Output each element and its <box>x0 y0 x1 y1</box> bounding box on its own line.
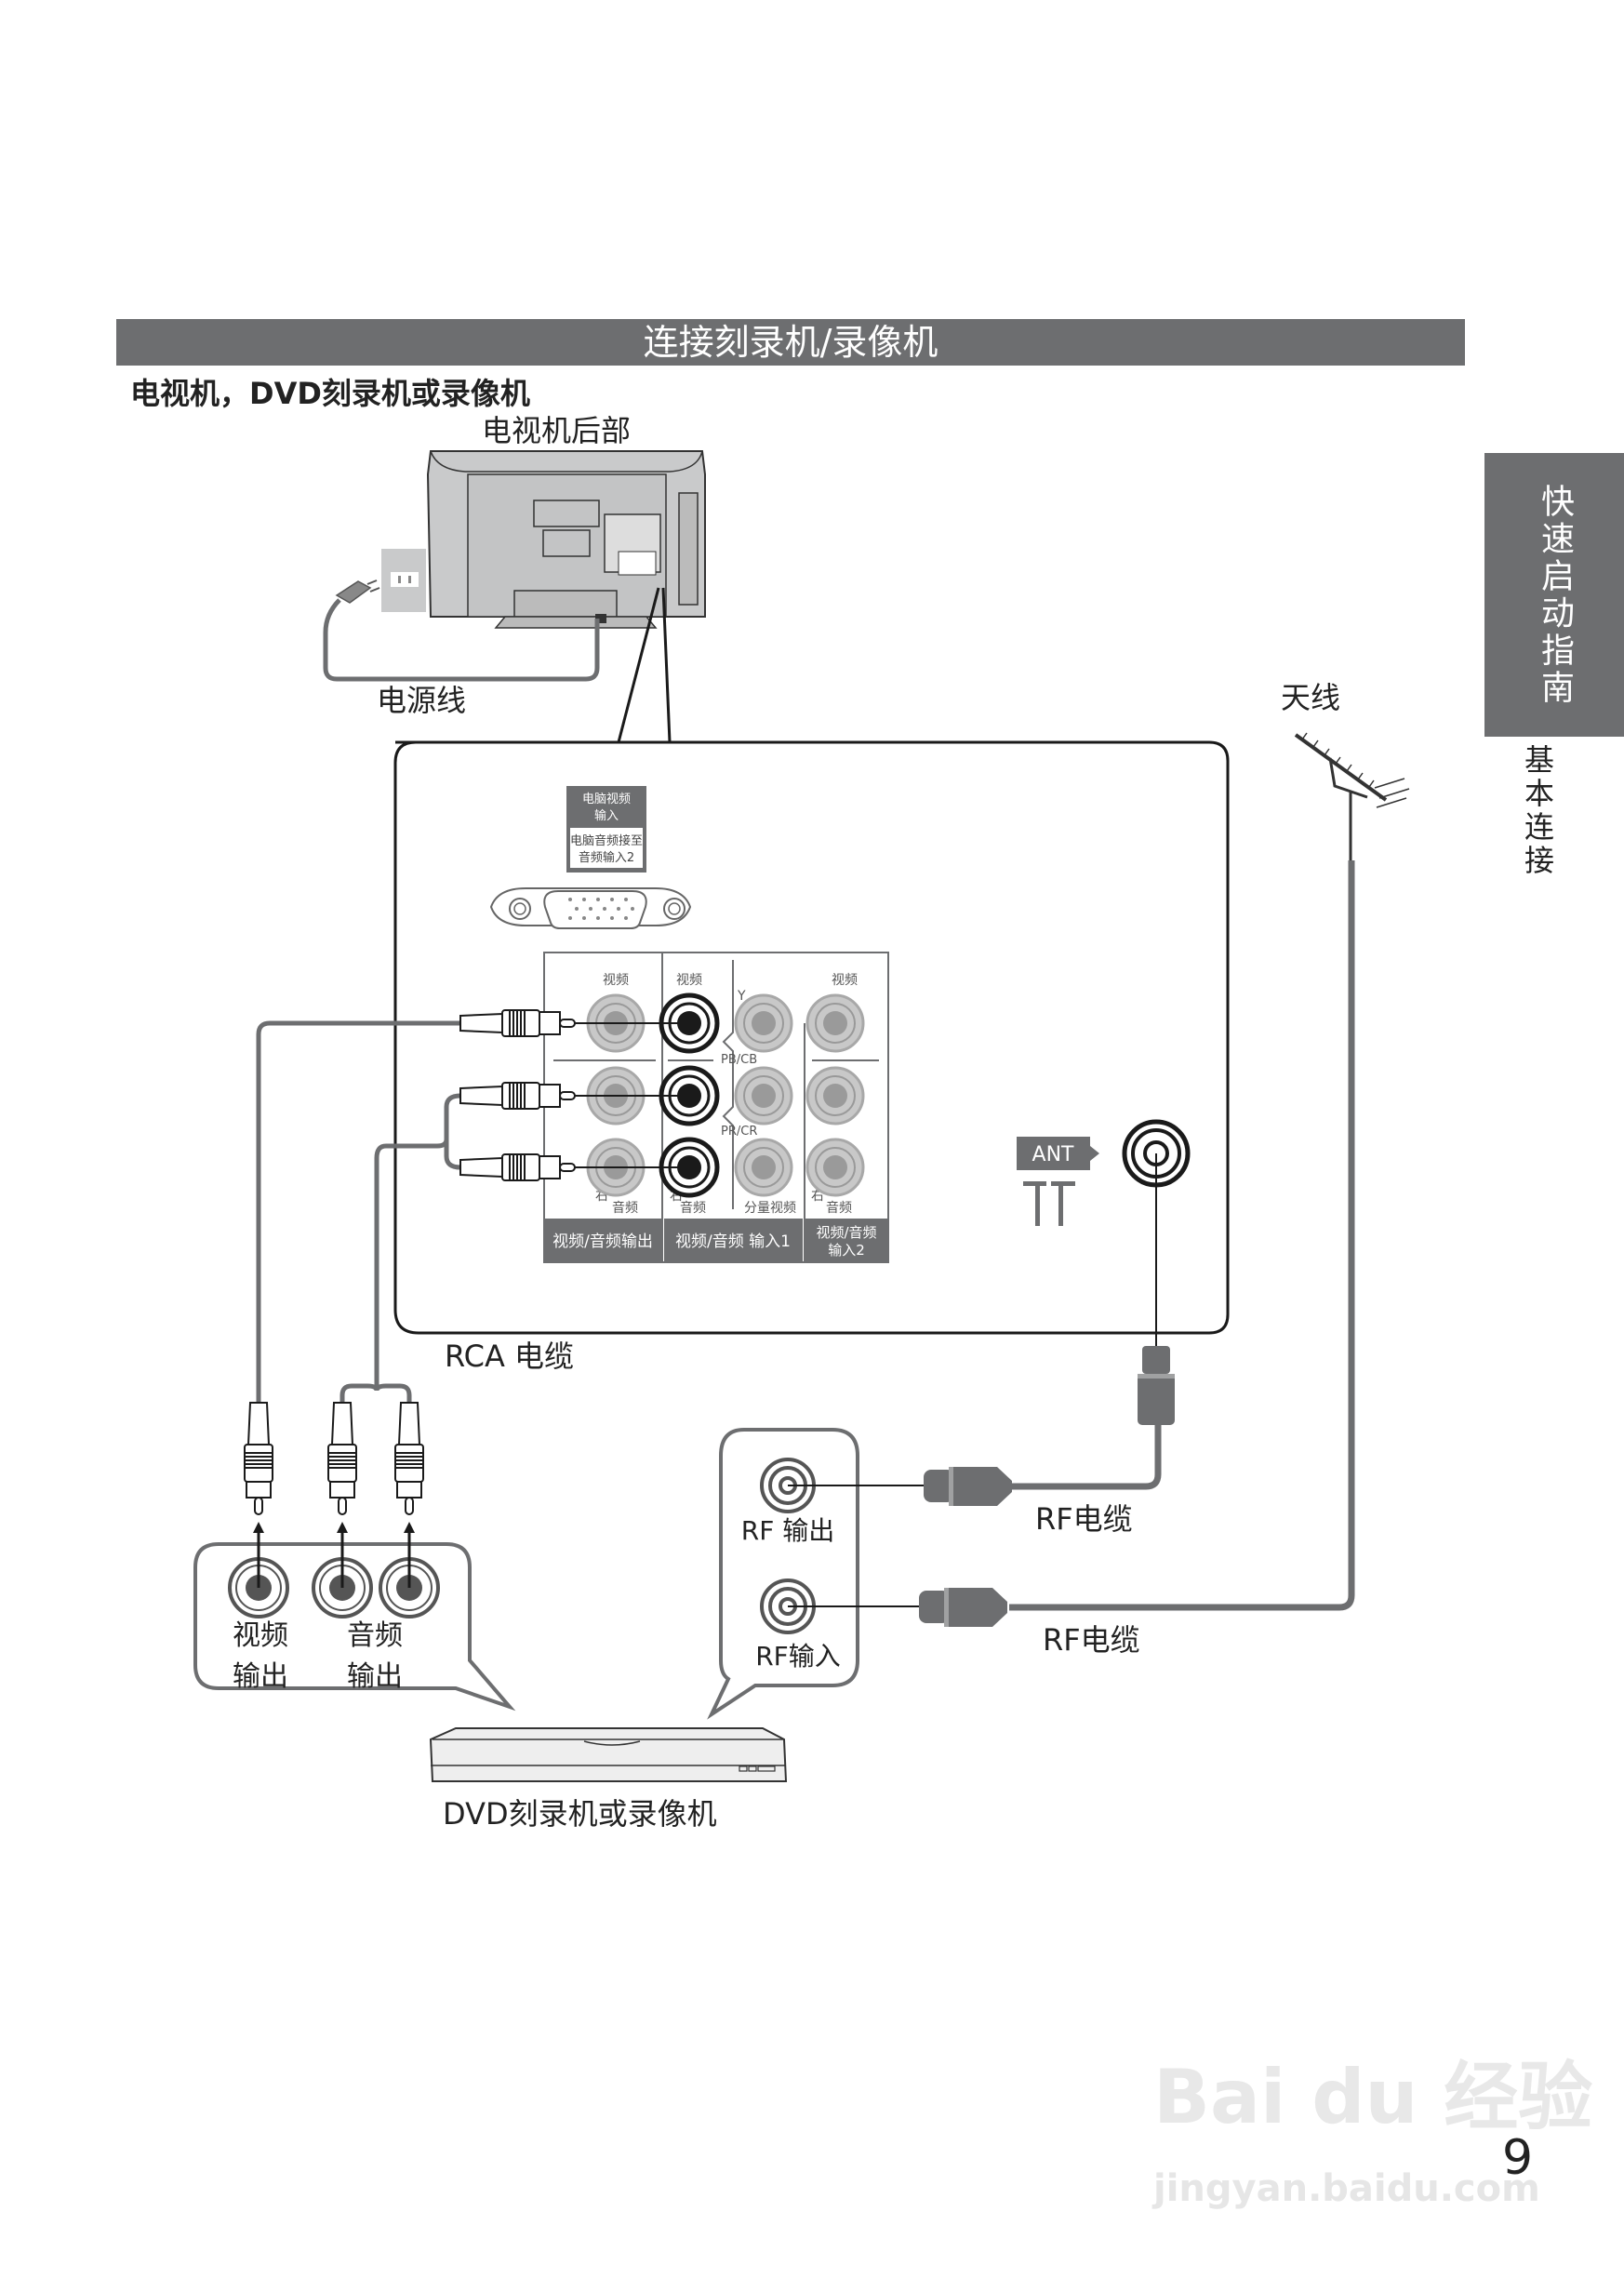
video-out-label-2: 输出 <box>233 1660 288 1693</box>
av-out-jack <box>228 1533 289 1619</box>
rca-cable-label: RCA 电缆 <box>445 1339 575 1374</box>
rf-cable-label-1: RF电缆 <box>1035 1501 1133 1537</box>
rca-plugs-tv-side <box>459 1009 576 1181</box>
ant-label: ANT <box>1017 1137 1099 1226</box>
rca-jacks <box>558 992 865 1198</box>
ant-text: ANT <box>1032 1143 1075 1166</box>
svg-text:视频: 视频 <box>676 973 702 988</box>
audio-out-label-2: 输出 <box>347 1660 403 1693</box>
side-tab: 快速启动指南 <box>1484 453 1624 737</box>
antenna-label: 天线 <box>1281 680 1341 715</box>
rca-plug <box>459 1153 576 1181</box>
rca-jack <box>805 1066 865 1126</box>
rf-plug-in <box>919 1588 1007 1627</box>
rca-jack <box>734 1138 793 1197</box>
vga-port <box>489 887 692 929</box>
pc-input-title-2: 输入 <box>594 808 619 823</box>
rf-out-label: RF 输出 <box>741 1515 834 1546</box>
recorder-rf-callout <box>707 1428 859 1720</box>
svg-text:音频: 音频 <box>826 1200 852 1216</box>
group-av-in2-label-2: 输入2 <box>828 1242 865 1259</box>
watermark-logo: Bai du 经验 <box>1153 2054 1593 2140</box>
page-number: 9 <box>1502 2130 1534 2186</box>
dvd-recorder-illustration <box>429 1727 788 1782</box>
antenna-icon <box>1294 732 1410 860</box>
av-out-jack <box>379 1533 440 1619</box>
svg-text:Y: Y <box>737 989 746 1004</box>
power-cord <box>323 598 600 682</box>
rf-cable-label-2: RF电缆 <box>1043 1622 1140 1658</box>
recorder-label: DVD刻录机或录像机 <box>443 1796 717 1832</box>
rca-plug <box>394 1402 424 1515</box>
tv-rear-illustration <box>426 450 706 629</box>
svg-text:PR/CR: PR/CR <box>721 1125 757 1139</box>
side-subsection-label: 基本连接 <box>1520 744 1555 878</box>
video-out-label-1: 视频 <box>233 1619 288 1652</box>
pc-input-note-1: 电脑音频接至 <box>570 833 643 848</box>
av-out-jack <box>312 1533 373 1619</box>
svg-text:音频: 音频 <box>680 1200 706 1216</box>
group-av-out-label: 视频/音频输出 <box>552 1232 653 1251</box>
rca-video-cable <box>256 1020 460 1403</box>
rca-audio-cable <box>374 1093 461 1384</box>
svg-text:音频: 音频 <box>612 1200 638 1216</box>
svg-text:视频: 视频 <box>832 973 858 988</box>
group-av-in1-label: 视频/音频 输入1 <box>675 1232 791 1251</box>
rca-jack <box>805 1138 865 1197</box>
rca-plug <box>459 1009 576 1037</box>
rf-plug-out <box>924 1467 1012 1506</box>
rf-cable-1 <box>1009 1425 1162 1490</box>
power-outlet <box>381 549 426 612</box>
rca-plug <box>459 1082 576 1110</box>
section-title: 连接刻录机/录像机 <box>643 322 938 363</box>
rf-cable-2 <box>1009 860 1355 1611</box>
rf-in-label: RF输入 <box>755 1641 841 1672</box>
svg-text:PB/CB: PB/CB <box>721 1053 757 1067</box>
rca-jack <box>734 1066 793 1126</box>
pc-input-label-box: 电脑视频 输入 电脑音频接至 音频输入2 <box>566 786 646 873</box>
rca-plug <box>327 1402 357 1515</box>
power-cord-label: 电源线 <box>377 683 467 718</box>
rca-plug <box>244 1402 273 1515</box>
tv-rear-label: 电视机后部 <box>482 413 632 448</box>
power-plug-icon <box>335 579 380 604</box>
svg-text:视频: 视频 <box>603 973 629 988</box>
rca-jack <box>805 993 865 1053</box>
pc-input-note-2: 音频输入2 <box>579 850 634 865</box>
audio-out-label-1: 音频 <box>347 1619 403 1652</box>
watermark-url: jingyan.baidu.com <box>1153 2167 1540 2210</box>
svg-text:分量视频: 分量视频 <box>744 1201 796 1216</box>
section-title-bar: 连接刻录机/录像机 <box>116 319 1465 366</box>
group-av-in2-label-1: 视频/音频 <box>816 1224 876 1241</box>
rf-plug-vertical <box>1138 1346 1175 1425</box>
pc-input-title-1: 电脑视频 <box>582 793 631 806</box>
side-tab-label: 快速启动指南 <box>1536 483 1574 707</box>
rca-jack <box>734 993 793 1053</box>
subtitle: 电视机，DVD刻录机或录像机 <box>130 376 530 411</box>
tv-terminal-panel <box>393 740 1230 1335</box>
recorder-av-out-jacks <box>228 1533 440 1619</box>
